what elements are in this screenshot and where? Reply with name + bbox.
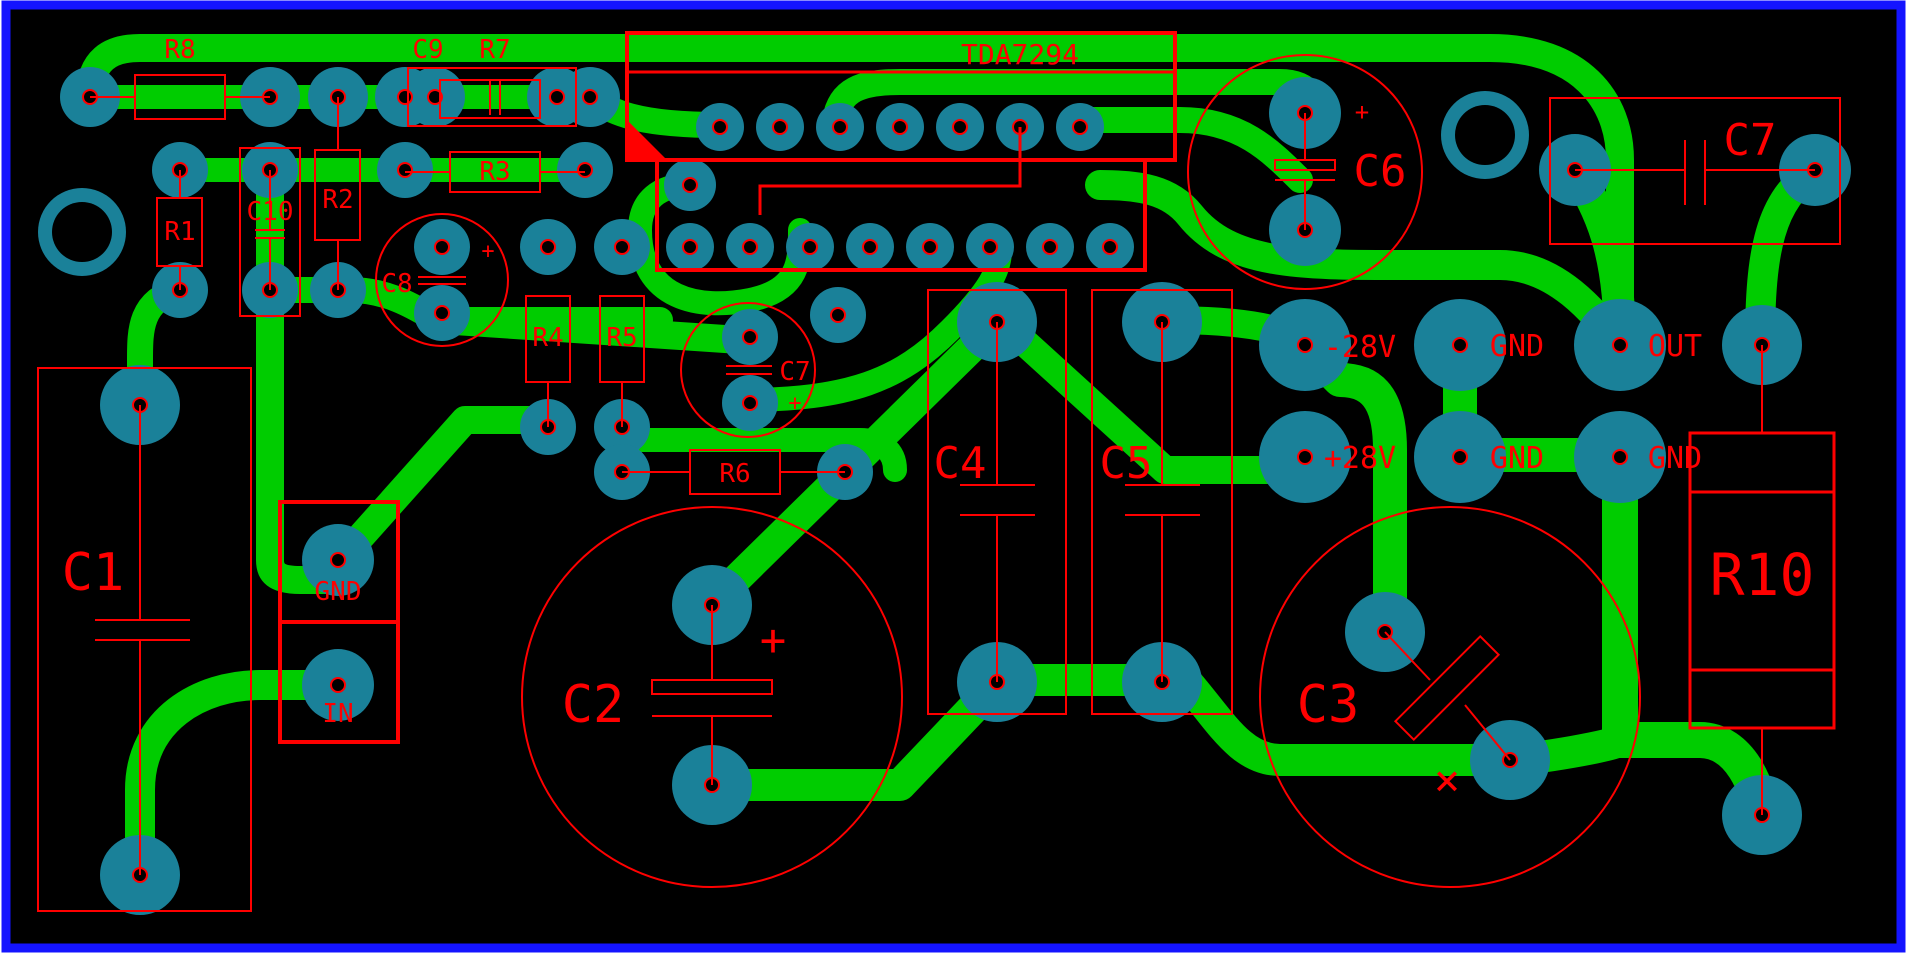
label-c1: C1 xyxy=(62,543,125,603)
label-c6: C6 xyxy=(1354,146,1407,197)
label-c2: C2 xyxy=(562,675,625,735)
label-c10: C10 xyxy=(247,197,294,227)
drill-hole xyxy=(742,329,758,345)
ic-label: TDA7294 xyxy=(961,38,1079,71)
drill-hole xyxy=(614,239,630,255)
label-c5: C5 xyxy=(1100,438,1153,489)
label-r7: R7 xyxy=(479,35,510,65)
label-pos-supply: +28V xyxy=(1324,441,1396,476)
drill-hole xyxy=(582,89,598,105)
label-r6: R6 xyxy=(719,459,750,489)
drill-hole xyxy=(830,307,846,323)
drill-hole xyxy=(772,119,788,135)
drill-hole xyxy=(1102,239,1118,255)
trace-ic-mid2 xyxy=(728,238,1012,412)
label-gnd-b: GND xyxy=(1490,441,1544,476)
drill-hole xyxy=(434,305,450,321)
drill-hole xyxy=(330,552,346,568)
drill-hole xyxy=(1612,449,1628,465)
drill-hole xyxy=(682,177,698,193)
drill-hole xyxy=(427,89,443,105)
label-r8: R8 xyxy=(164,35,195,65)
label-out: OUT xyxy=(1648,329,1702,364)
trace-in xyxy=(125,670,353,885)
connector-gnd-label: GND xyxy=(315,577,362,607)
drill-hole xyxy=(1452,449,1468,465)
trace-28v xyxy=(1288,328,1407,647)
drill-holes xyxy=(82,89,1823,883)
drill-hole xyxy=(1612,337,1628,353)
label-c4: C4 xyxy=(934,438,987,489)
label-r4: R4 xyxy=(532,323,563,353)
drill-hole xyxy=(1297,337,1313,353)
drill-hole xyxy=(1072,119,1088,135)
label-r10: R10 xyxy=(1710,541,1815,609)
c3-cross: × xyxy=(1434,755,1461,806)
label-r5: R5 xyxy=(606,323,637,353)
drill-hole xyxy=(802,239,818,255)
drill-hole xyxy=(832,119,848,135)
trace-top-long xyxy=(76,34,1634,359)
label-neg-supply: -28V xyxy=(1324,330,1396,365)
silkscreen xyxy=(37,31,1841,912)
drill-hole xyxy=(397,162,413,178)
label-c7-small: C7 xyxy=(779,357,810,387)
drill-hole xyxy=(742,239,758,255)
label-c8: C8 xyxy=(381,269,412,299)
drill-hole xyxy=(1452,337,1468,353)
drill-hole xyxy=(982,239,998,255)
ic-outline-bottom xyxy=(655,158,1147,272)
trace-bottom xyxy=(984,664,1636,776)
label-gnd-c: GND xyxy=(1648,441,1702,476)
label-gnd-a: GND xyxy=(1490,329,1544,364)
c8-plus: + xyxy=(481,239,494,264)
drill-hole xyxy=(397,89,413,105)
drill-hole xyxy=(1297,449,1313,465)
trace-gnd-vert xyxy=(256,156,354,594)
drill-hole xyxy=(952,119,968,135)
drill-hole xyxy=(577,162,593,178)
trace-ic-right xyxy=(1067,107,1313,193)
drill-hole xyxy=(330,677,346,693)
trace-ic-mid1 xyxy=(628,173,812,316)
drill-hole xyxy=(862,239,878,255)
drill-hole xyxy=(549,89,565,105)
label-c9: C9 xyxy=(412,35,443,65)
c2-plus: + xyxy=(760,615,787,666)
label-r2: R2 xyxy=(322,185,353,215)
c6-plus: + xyxy=(1355,98,1369,126)
drill-hole xyxy=(1042,239,1058,255)
trace-c4 xyxy=(986,306,1324,484)
connector-in-label: IN xyxy=(322,699,353,729)
drill-hole xyxy=(712,119,728,135)
label-c3: C3 xyxy=(1297,675,1360,735)
trace-gnd-diag xyxy=(326,406,559,574)
drill-hole xyxy=(540,239,556,255)
drill-hole xyxy=(922,239,938,255)
drill-hole xyxy=(434,239,450,255)
drill-hole xyxy=(682,239,698,255)
label-c7-top: C7 xyxy=(1724,115,1777,166)
drill-hole xyxy=(742,395,758,411)
drill-hole xyxy=(892,119,908,135)
c7-plus: + xyxy=(788,391,801,416)
label-r3: R3 xyxy=(479,157,510,187)
silkscreen-labels: TDA7294 R8 C9 R7 R3 R1 C10 R2 C8 + R4 R5… xyxy=(62,35,1815,806)
label-r1: R1 xyxy=(164,217,195,247)
